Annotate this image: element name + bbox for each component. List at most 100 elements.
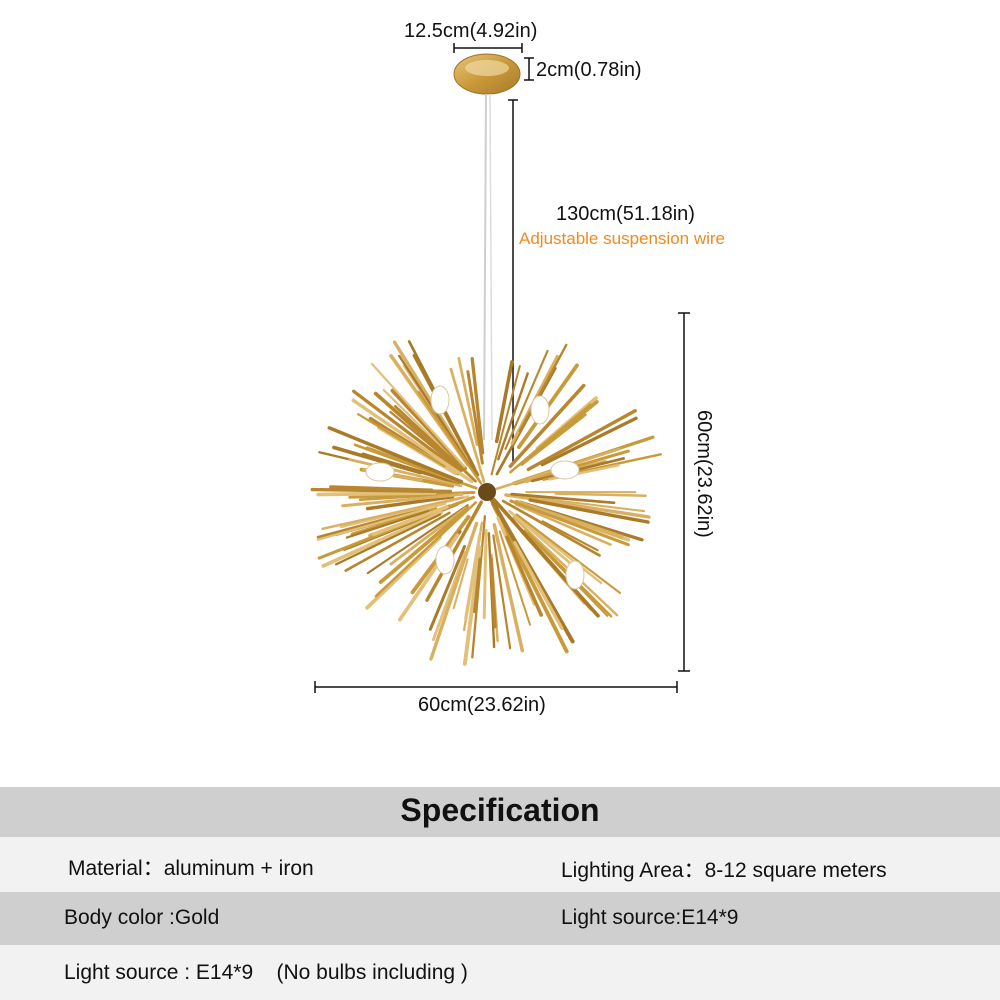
canopy-width-dimension [453,43,523,53]
spec-body-color: Body color :Gold [64,906,220,929]
spec-row-2 [0,892,1000,945]
gold-rod [425,500,484,602]
gold-rod [334,513,442,566]
gold-rod [471,514,487,659]
gold-rod [494,360,514,444]
canopy-height-label: 2cm(0.78in) [536,59,642,81]
gold-rod [316,502,447,541]
fixture-height-label: 60cm(23.62in) [693,410,715,538]
gold-rod [540,416,638,467]
gold-rod [514,494,646,513]
gold-rod [329,485,434,492]
gold-rod [428,545,466,631]
gold-rod [452,558,469,610]
gold-rod [514,499,624,539]
gold-rod [497,372,529,461]
gold-rod [490,501,569,654]
gold-rods [310,340,662,666]
gold-rod [490,498,575,644]
gold-rod [341,492,464,508]
spec-light-source-right: Light source:E14*9 [561,906,739,929]
gold-rod [464,534,482,621]
gold-rod [514,502,612,546]
gold-rod [492,498,600,618]
gold-rod [417,390,483,485]
bulbs [365,385,585,590]
gold-rod [554,492,647,497]
gold-rod [526,409,637,472]
gold-rod [482,528,488,620]
gold-rod [518,343,568,433]
gold-rod [429,521,479,661]
gold-rod [365,535,442,610]
gold-rod [378,506,470,584]
gold-rod [509,499,630,547]
gold-rod [501,499,601,557]
spec-row-3 [0,945,1000,1000]
gold-rod [516,515,603,585]
gold-rod [504,349,549,450]
gold-rod [510,492,616,505]
spec-row-1 [0,837,1000,892]
gold-rod [370,362,466,468]
spec-light-source-left: Light source : E14*9 (No bulbs including… [64,961,468,984]
gold-rod [344,511,451,572]
gold-rod [357,413,446,468]
gold-rod [466,370,484,465]
gold-rod [492,534,512,650]
gold-rod [365,495,455,511]
spec-title: Specification [400,792,600,828]
gold-rod [512,516,619,617]
gold-rod [345,510,430,539]
center-hub [478,483,496,501]
gold-rod [513,540,564,630]
gold-rod [515,513,622,594]
gold-rod [398,354,478,477]
gold-rod [508,383,586,469]
gold-rod [321,496,464,531]
gold-rod [470,356,485,455]
spec-material: Material：aluminum + iron [68,857,314,880]
fixture-height-dimension [678,312,690,672]
gold-rod [352,389,462,474]
gold-rod [327,426,464,484]
gold-rod [449,367,486,483]
gold-rod [366,504,469,575]
gold-rod [498,530,531,626]
fixture-width-dimension [314,681,678,693]
spec-header-band [0,787,1000,837]
gold-rod [348,458,463,488]
gold-rod [371,505,449,537]
wire-note: Adjustable suspension wire [519,229,726,248]
canopy-width-label: 12.5cm(4.92in) [404,20,538,42]
gold-rod [505,535,543,617]
gold-rod [373,391,462,471]
gold-rod [528,498,650,524]
gold-rod [365,446,448,479]
gold-rod [457,356,479,447]
gold-rod [316,508,423,539]
gold-rod [473,557,482,614]
fixture-width-label: 60cm(23.62in) [418,694,546,716]
gold-rod [492,523,525,653]
gold-rod [524,400,599,462]
gold-rod [351,398,474,484]
gold-rod [316,490,437,497]
wire-length-label: 130cm(51.18in) [556,203,695,225]
gold-rod [541,520,599,552]
gold-rod [490,365,521,476]
gold-rod [393,404,477,483]
chandelier-illustration [310,43,690,693]
gold-rod [374,501,477,598]
suspension-wire [483,93,487,441]
wire-length-dimension [508,99,518,462]
gold-rod [462,545,482,666]
gold-rod [389,506,467,566]
gold-rod [431,551,467,642]
gold-rod [332,445,423,475]
gold-rod [489,557,497,629]
canopy-height-dimension [524,57,534,81]
gold-rod [321,510,444,568]
spec-lighting-area: Lighting Area：8-12 square meters [561,859,887,882]
gold-rod [392,340,468,460]
